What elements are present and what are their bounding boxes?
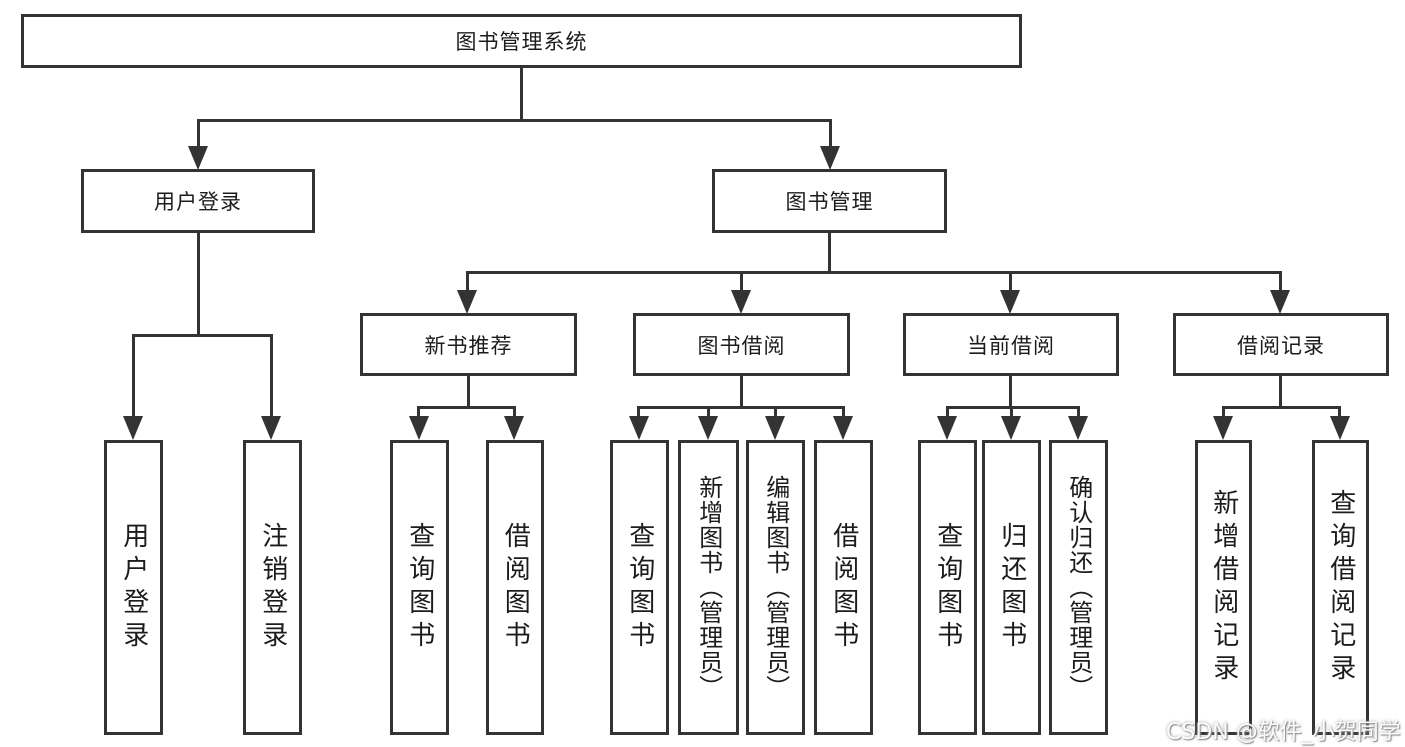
node-query-books-current: 查询图书 (918, 440, 977, 735)
connector-line (1009, 271, 1012, 293)
connector-line (197, 119, 832, 122)
connector-line (842, 406, 845, 418)
node-query-books-recommend-label: 查询图书 (404, 521, 435, 654)
node-current-borrow-label: 当前借阅 (967, 333, 1055, 358)
node-logout-leaf: 注销登录 (243, 440, 302, 735)
node-user-login: 用户登录 (81, 169, 315, 233)
connector-line (1338, 406, 1341, 418)
arrow-down-icon (261, 416, 281, 440)
node-edit-books-admin: 编辑图书（管理员） (746, 440, 805, 735)
arrow-down-icon (937, 416, 957, 440)
node-user-login-leaf: 用户登录 (104, 440, 163, 735)
node-user-login-leaf-label: 用户登录 (118, 521, 149, 654)
connector-line (1279, 271, 1282, 293)
node-root-label: 图书管理系统 (455, 30, 588, 54)
connector-line (513, 406, 516, 418)
arrow-down-icon (1270, 290, 1290, 314)
node-query-books-recommend: 查询图书 (390, 440, 449, 735)
node-logout-leaf-label: 注销登录 (257, 521, 288, 654)
connector-line (467, 375, 470, 409)
connector-line (1222, 406, 1225, 418)
connector-line (417, 406, 516, 409)
node-add-borrow-record-label: 新增借阅记录 (1208, 488, 1239, 687)
connector-line (270, 334, 273, 419)
arrow-down-icon (1068, 416, 1088, 440)
connector-line (828, 232, 831, 274)
arrow-down-icon (123, 416, 143, 440)
arrow-down-icon (698, 416, 718, 440)
node-borrow-books-label: 借阅图书 (828, 521, 859, 654)
node-new-book-recommend: 新书推荐 (360, 313, 577, 376)
connector-line (417, 406, 420, 418)
node-return-books: 归还图书 (982, 440, 1041, 735)
node-book-mgmt-label: 图书管理 (785, 190, 874, 214)
node-return-books-label: 归还图书 (996, 521, 1027, 654)
arrow-down-icon (1330, 416, 1350, 440)
connector-line (829, 119, 832, 149)
node-borrow-books: 借阅图书 (814, 440, 873, 735)
node-new-book-recommend-label: 新书推荐 (424, 333, 513, 358)
arrow-down-icon (1000, 290, 1020, 314)
connector-line (197, 232, 200, 337)
connector-line (637, 406, 844, 409)
node-confirm-return-admin-label: 确认归还（管理员） (1064, 475, 1093, 700)
arrow-down-icon (188, 146, 208, 170)
node-borrow-books-recommend-label: 借阅图书 (500, 521, 531, 654)
connector-line (1010, 406, 1013, 418)
node-user-login-label: 用户登录 (154, 190, 242, 214)
arrow-down-icon (731, 290, 751, 314)
node-confirm-return-admin: 确认归还（管理员） (1049, 440, 1108, 735)
arrow-down-icon (1001, 416, 1021, 440)
node-edit-books-admin-label: 编辑图书（管理员） (761, 475, 790, 700)
connector-line (466, 271, 469, 293)
node-query-borrow-record-label: 查询借阅记录 (1325, 488, 1356, 687)
connector-line (774, 406, 777, 418)
connector-line (946, 406, 949, 418)
connector-line (132, 334, 273, 337)
node-current-borrow: 当前借阅 (903, 313, 1119, 376)
connector-line (466, 271, 1282, 274)
node-add-borrow-record: 新增借阅记录 (1195, 440, 1252, 735)
connector-line (740, 271, 743, 293)
connector-line (132, 334, 135, 419)
node-add-books-admin-label: 新增图书（管理员） (694, 475, 723, 700)
node-query-books-current-label: 查询图书 (932, 521, 963, 654)
node-book-mgmt: 图书管理 (712, 169, 947, 233)
node-borrow-records: 借阅记录 (1173, 313, 1389, 376)
connector-line (707, 406, 710, 418)
node-add-books-admin: 新增图书（管理员） (678, 440, 739, 735)
node-book-borrow: 图书借阅 (633, 313, 850, 376)
node-query-books-borrow-label: 查询图书 (624, 521, 655, 654)
node-borrow-books-recommend: 借阅图书 (486, 440, 544, 735)
arrow-down-icon (629, 416, 649, 440)
node-query-books-borrow: 查询图书 (610, 440, 669, 735)
connector-line (520, 66, 523, 121)
connector-line (1279, 375, 1282, 409)
node-book-borrow-label: 图书借阅 (697, 333, 786, 358)
connector-line (740, 375, 743, 409)
arrow-down-icon (765, 416, 785, 440)
arrow-down-icon (1213, 416, 1233, 440)
node-root: 图书管理系统 (21, 14, 1022, 68)
connector-line (637, 406, 640, 418)
arrow-down-icon (457, 290, 477, 314)
node-borrow-records-label: 借阅记录 (1237, 333, 1325, 358)
arrow-down-icon (504, 416, 524, 440)
connector-line (1009, 375, 1012, 409)
connector-line (1222, 406, 1341, 409)
node-query-borrow-record: 查询借阅记录 (1312, 440, 1369, 735)
arrow-down-icon (820, 146, 840, 170)
connector-line (1077, 406, 1080, 418)
csdn-watermark: CSDN @软件_小贺同学 (1166, 720, 1401, 745)
arrow-down-icon (409, 416, 429, 440)
arrow-down-icon (833, 416, 853, 440)
connector-line (197, 119, 200, 149)
